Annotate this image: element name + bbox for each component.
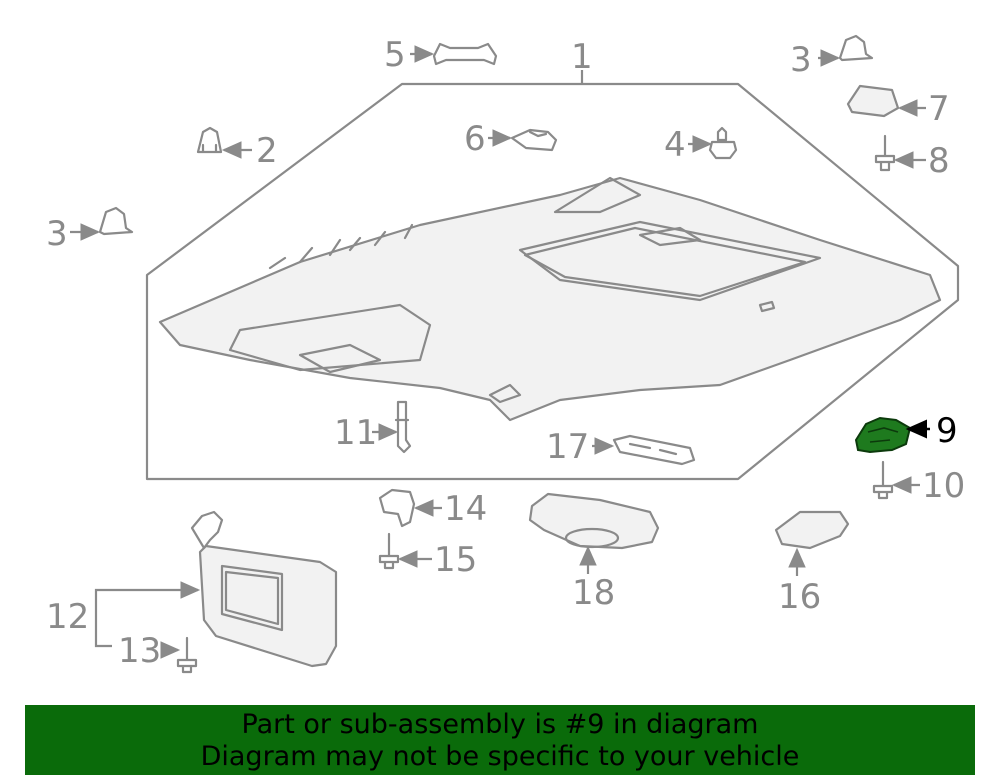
callout-7: 7: [928, 89, 950, 129]
part-18-lamp: [528, 492, 660, 550]
part-11-pin: [394, 400, 412, 454]
callout-13: 13: [118, 631, 161, 671]
part-15-screw: [378, 532, 400, 570]
callout-1: 1: [571, 37, 593, 77]
part-16-lens: [774, 510, 850, 550]
part-6-bracket: [510, 128, 558, 152]
callout-5: 5: [384, 35, 406, 75]
part-4-fastener: [708, 126, 738, 160]
part-2-clip: [196, 126, 223, 154]
callout-6: 6: [464, 119, 486, 159]
callout-2: 2: [256, 131, 278, 171]
headliner-panel: [158, 176, 942, 422]
callout-3-right: 3: [790, 40, 812, 80]
part-8-screw: [874, 134, 896, 172]
part-3-left-clip: [98, 206, 134, 236]
callout-3-left: 3: [46, 214, 68, 254]
callout-8: 8: [928, 141, 950, 181]
parts-diagram: 1 2 3 3 4 5 6 7 8 9 10 11 12 13 14 15 16…: [46, 34, 965, 674]
callout-17: 17: [546, 427, 589, 467]
headliner-box: [145, 82, 960, 481]
callout-9[interactable]: 9: [936, 411, 958, 451]
part-7-cover: [846, 84, 900, 118]
callout-10: 10: [922, 466, 965, 506]
part-13-screw: [176, 636, 198, 674]
callout-4: 4: [664, 125, 686, 165]
info-banner: Part or sub-assembly is #9 in diagram Di…: [25, 705, 975, 775]
part-17-trim: [612, 434, 696, 466]
part-5-bracket: [432, 42, 498, 66]
callout-11: 11: [334, 413, 377, 453]
callout-12: 12: [46, 597, 89, 637]
callout-16: 16: [778, 577, 821, 617]
part-14-clip: [378, 488, 416, 528]
part-12-sunvisor: [198, 544, 338, 668]
callout-14: 14: [444, 489, 487, 529]
part-9-highlighted[interactable]: [854, 416, 912, 454]
banner-line-1: Part or sub-assembly is #9 in diagram: [241, 709, 759, 740]
callout-18: 18: [572, 573, 615, 613]
part-3-right-clip: [838, 34, 874, 62]
banner-line-2: Diagram may not be specific to your vehi…: [200, 741, 800, 772]
part-10-screw: [872, 460, 894, 500]
callout-15: 15: [434, 540, 477, 580]
